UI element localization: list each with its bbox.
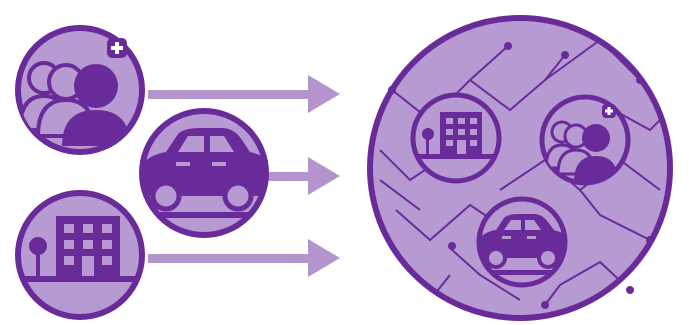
hub-car-circle	[476, 196, 568, 288]
people-plus-icon	[544, 120, 618, 182]
plus-badge-icon	[107, 38, 127, 58]
car-icon	[142, 128, 266, 218]
hub-people-circle	[539, 94, 631, 186]
source-building-circle	[15, 190, 145, 320]
car-icon	[479, 214, 565, 275]
hub-building-circle	[410, 92, 502, 184]
building-tree-icon	[18, 216, 142, 282]
plus-badge-icon	[602, 104, 616, 118]
circuit-nodes	[388, 42, 654, 309]
arrow-car-to-hub	[262, 157, 340, 195]
people-plus-icon	[18, 61, 130, 146]
source-people-circle	[15, 25, 145, 155]
hub-circle	[367, 15, 673, 321]
building-tree-icon	[413, 112, 499, 159]
arrow-building-to-hub	[148, 239, 340, 277]
arrow-people-to-hub	[148, 75, 340, 113]
source-car-circle	[139, 108, 269, 238]
